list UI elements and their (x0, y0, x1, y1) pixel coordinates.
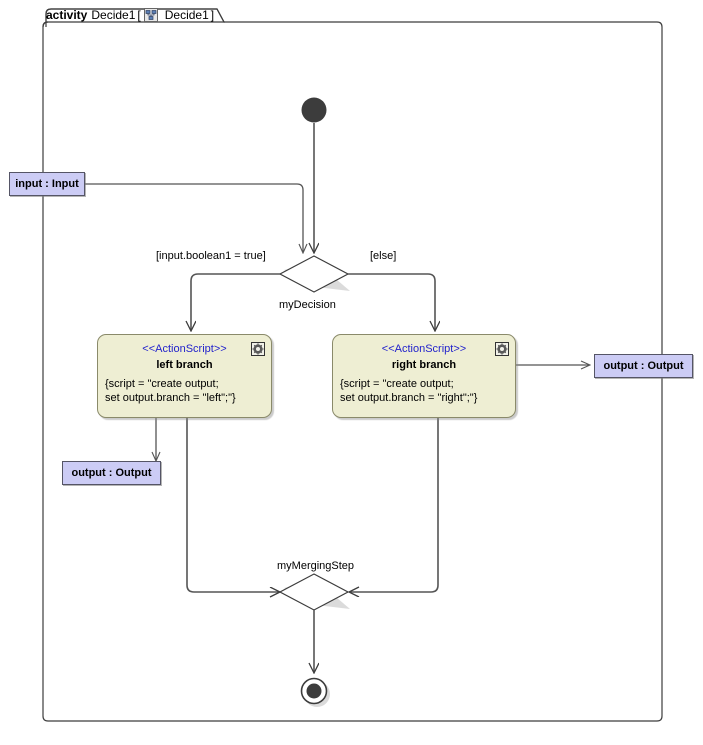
guard-label-true: [input.boolean1 = true] (156, 250, 266, 262)
decision-node (278, 255, 350, 293)
frame-inner-name: Decide1 (164, 8, 209, 22)
activity-final-node (300, 677, 330, 707)
action-left-branch[interactable]: <<ActionScript>> left branch {script = "… (97, 334, 272, 418)
edge-decision-to-right-action (348, 273, 435, 330)
pin-output-right[interactable]: output : Output (594, 354, 693, 378)
frame-name: Decide1 (91, 8, 136, 22)
initial-node (301, 97, 327, 123)
frame-bracket-close: ] (210, 8, 215, 22)
pin-output-left[interactable]: output : Output (62, 461, 161, 485)
action-left-stereotype: <<ActionScript>> (142, 343, 227, 355)
frame-bracket-open: [ (137, 8, 141, 22)
edge-decision-to-left-action (191, 273, 280, 330)
action-right-stereotype: <<ActionScript>> (381, 343, 467, 355)
action-right-body-line2: set output.branch = "right";"} (340, 392, 478, 404)
script-gear-icon (251, 342, 265, 356)
pin-input[interactable]: input : Input (9, 172, 85, 196)
decision-node-label: myDecision (279, 299, 336, 311)
action-right-branch[interactable]: <<ActionScript>> right branch {script = … (332, 334, 516, 418)
frame-keyword: activity (46, 8, 88, 22)
pin-output-right-label: output : Output (603, 360, 684, 372)
diagram-frame (42, 8, 663, 722)
script-gear-icon (495, 342, 509, 356)
edge-right-action-to-merge (350, 418, 439, 592)
guard-label-else: [else] (370, 250, 397, 262)
action-left-body-line2: set output.branch = "left";"} (105, 392, 236, 404)
merge-node (278, 573, 350, 611)
edge-input-to-decision (85, 183, 303, 252)
merge-node-label: myMergingStep (277, 560, 355, 572)
action-right-name: right branch (391, 359, 457, 371)
action-right-body-line1: {script = "create output; (340, 378, 454, 390)
edge-left-action-to-merge (186, 418, 279, 592)
pin-output-left-label: output : Output (71, 467, 152, 479)
pin-input-label: input : Input (15, 178, 79, 190)
action-left-body-line1: {script = "create output; (105, 378, 219, 390)
frame-title-tab: activity Decide1 [ Decide1 ] (46, 7, 214, 23)
action-left-name: left branch (156, 359, 213, 371)
activity-diagram-icon (143, 8, 158, 22)
